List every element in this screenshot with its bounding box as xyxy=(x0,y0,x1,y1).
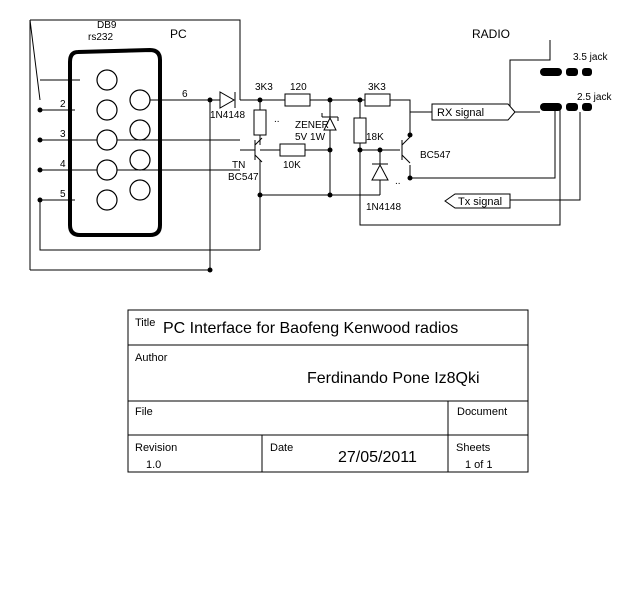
q-right-model-label: BC547 xyxy=(420,150,451,161)
db9-name: DB9 xyxy=(97,20,117,31)
r-3k3-left-label: 3K3 xyxy=(255,82,273,93)
rx-signal-label: RX signal xyxy=(437,107,484,119)
diode-out-label: 1N4148 xyxy=(366,202,401,213)
r-18k-label: 18K xyxy=(366,132,384,143)
wire-gnd-return xyxy=(39,200,260,251)
dots-2: .. xyxy=(395,176,401,187)
sheets-label: Sheets xyxy=(456,442,491,454)
document-label: Document xyxy=(457,406,507,418)
db9-pins xyxy=(96,69,151,211)
author-label: Author xyxy=(135,352,168,364)
r-120-label: 120 xyxy=(290,82,307,93)
author-value: Ferdinando Pone Iz8Qki xyxy=(307,370,480,387)
pin-label-3: 3 xyxy=(60,129,66,140)
jack-35 xyxy=(540,68,592,76)
diode-out xyxy=(371,163,389,181)
junction-dots xyxy=(37,97,413,273)
db9-pin-1 xyxy=(96,69,118,91)
db9-shell xyxy=(68,47,162,237)
revision-label: Revision xyxy=(135,442,177,454)
file-label: File xyxy=(135,406,153,418)
date-value: 27/05/2011 xyxy=(338,449,417,466)
diode-in-label: 1N4148 xyxy=(210,110,245,121)
zener-name-label: ZENER xyxy=(295,120,329,131)
resistor-3k3-left xyxy=(253,109,267,136)
pin-label-5: 5 xyxy=(60,189,66,200)
r-3k3-right-label: 3K3 xyxy=(368,82,386,93)
db9-pin-4 xyxy=(96,159,118,181)
dots-1: .. xyxy=(274,114,280,125)
title-block xyxy=(127,309,529,473)
db9-pin-2 xyxy=(96,99,118,121)
db9-pin-3 xyxy=(96,129,118,151)
title-label: Title xyxy=(135,317,155,329)
db9-pin-8 xyxy=(129,149,151,171)
zener-diode xyxy=(321,113,339,131)
r-10k-label: 10K xyxy=(283,160,301,171)
radio-label: RADIO xyxy=(472,27,510,41)
wire-top-loop xyxy=(30,19,241,100)
db9-pin-6 xyxy=(129,89,151,111)
rx-signal-flag xyxy=(431,103,516,121)
jack-25-label: 2.5 jack xyxy=(577,92,612,103)
resistor-120 xyxy=(284,93,311,107)
q-left-model-label: BC547 xyxy=(228,172,259,183)
title-value: PC Interface for Baofeng Kenwood radios xyxy=(163,320,458,337)
db9-pin-5 xyxy=(96,189,118,211)
db9-pin-9 xyxy=(129,179,151,201)
resistor-10k xyxy=(279,143,306,157)
pin-label-6: 6 xyxy=(182,89,188,100)
tx-signal-flag xyxy=(444,193,511,209)
pc-label: PC xyxy=(170,27,187,41)
transistor-left xyxy=(254,137,263,163)
pin-label-4: 4 xyxy=(60,159,66,170)
revision-value: 1.0 xyxy=(146,459,161,471)
tx-signal-label: Tx signal xyxy=(458,196,502,208)
db9-pin-7 xyxy=(129,119,151,141)
resistor-18k xyxy=(353,117,367,144)
transistor-right xyxy=(401,136,411,164)
sheets-value: 1 of 1 xyxy=(465,459,493,471)
pin-label-2: 2 xyxy=(60,99,66,110)
db9-subname: rs232 xyxy=(88,32,113,43)
resistor-3k3-right xyxy=(364,93,391,107)
diode-in xyxy=(219,91,236,109)
zener-rating-label: 5V 1W xyxy=(295,132,326,143)
date-label: Date xyxy=(270,442,293,454)
jack-25 xyxy=(540,103,592,111)
q-left-type-label: TN xyxy=(232,160,245,171)
jack-35-label: 3.5 jack xyxy=(573,52,608,63)
